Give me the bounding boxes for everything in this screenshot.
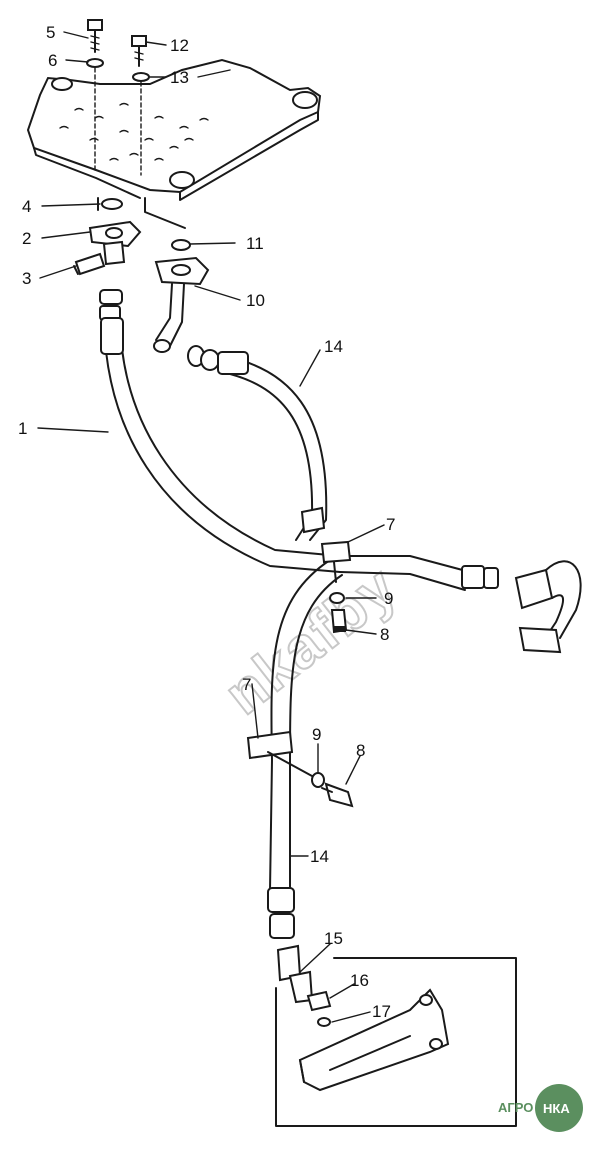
callout-17: 17: [372, 1002, 391, 1021]
bolt-8-lower: [321, 782, 354, 808]
o-ring-17: [317, 1017, 331, 1027]
callout-4: 4: [22, 197, 31, 216]
bolt-12: [131, 35, 150, 82]
o-ring-11: [171, 239, 191, 251]
tube-17: [298, 988, 450, 1092]
clamp-7-lower: [246, 730, 313, 777]
callout-12: 12: [170, 36, 189, 55]
callout-13: 13: [170, 68, 189, 87]
callout-7-upper: 7: [386, 515, 395, 534]
hose-14-upper: [217, 351, 328, 541]
logo-left-text: АГРО: [498, 1100, 533, 1115]
elbow-fitting-15: [276, 944, 314, 1004]
bolt-8-upper: [330, 609, 348, 634]
logo-circle: [535, 1084, 583, 1132]
nut-16: [306, 990, 332, 1012]
callout-11: 11: [246, 234, 264, 253]
callout-16: 16: [350, 971, 369, 990]
flange-tube-10: [153, 256, 210, 353]
clamp-7-upper: [300, 506, 352, 583]
callout-9-upper: 9: [384, 589, 393, 608]
inset-box: [275, 957, 517, 1127]
callout-1: 1: [18, 419, 27, 438]
agronka-logo: АГРО НКА: [498, 1084, 583, 1132]
callout-3: 3: [22, 269, 31, 288]
washer-9-lower: [311, 772, 325, 788]
callout-8-upper: 8: [380, 625, 389, 644]
callout-14-upper: 14: [324, 337, 343, 356]
callout-7-lower: 7: [242, 675, 251, 694]
fitting-nut-top: [99, 289, 123, 321]
callout-2: 2: [22, 229, 31, 248]
leader-lines: [37, 31, 385, 1023]
logo-right-text: НКА: [543, 1101, 570, 1116]
callout-15: 15: [324, 929, 343, 948]
callout-10: 10: [246, 291, 265, 310]
bolt-5: [86, 19, 104, 68]
callout-14-lower: 14: [310, 847, 329, 866]
washer-9-upper: [329, 592, 345, 604]
o-ring-4: [101, 198, 123, 210]
fitting-right-hose: [187, 345, 220, 371]
flange-2: [73, 220, 142, 276]
elbow-fitting: [514, 560, 582, 654]
callout-5: 5: [46, 23, 55, 42]
hose-right-branch: [339, 555, 499, 591]
callout-6: 6: [48, 51, 57, 70]
mounting-plate: [26, 58, 322, 229]
callout-9-lower: 9: [312, 725, 321, 744]
hose-1: [100, 317, 341, 573]
callout-8-lower: 8: [356, 741, 365, 760]
